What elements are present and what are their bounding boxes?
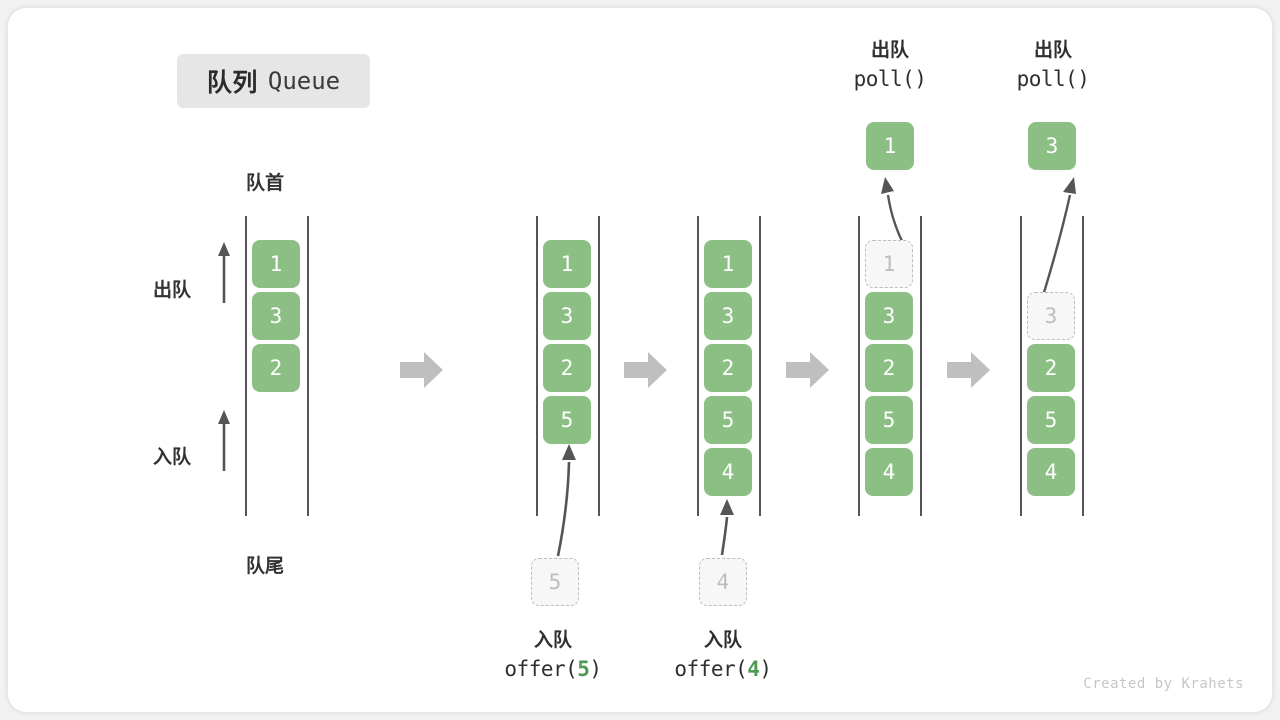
caption-cn: 出队 bbox=[1033, 40, 1072, 61]
title-badge: 队列 Queue bbox=[177, 54, 370, 108]
vacated-ghost-cell: 1 bbox=[865, 240, 913, 288]
caption-fn: offer( bbox=[504, 656, 578, 681]
arrow-right-icon bbox=[786, 350, 829, 390]
step-caption-poll-1: 出队 poll() bbox=[820, 38, 960, 95]
queue-cell: 2 bbox=[704, 344, 752, 392]
queue-cell: 5 bbox=[865, 396, 913, 444]
queue-cell: 4 bbox=[704, 448, 752, 496]
caption-cn: 出队 bbox=[870, 40, 909, 61]
caption-arg: 4 bbox=[747, 656, 760, 681]
curved-arrow-icon bbox=[536, 440, 596, 563]
caption-code: offer(4) bbox=[633, 655, 813, 685]
queue-cell: 4 bbox=[865, 448, 913, 496]
queue-cell: 2 bbox=[865, 344, 913, 392]
queue-rail-right bbox=[1082, 216, 1084, 516]
diagram-card: 队列 Queue 队首 队尾 出队 入队 1 3 2 bbox=[8, 8, 1272, 712]
caption-fn: offer( bbox=[674, 656, 748, 681]
incoming-ghost-cell: 4 bbox=[699, 558, 747, 606]
queue-cell: 2 bbox=[1027, 344, 1075, 392]
caption-arg: 5 bbox=[577, 656, 590, 681]
queue-rail-left bbox=[1020, 216, 1022, 516]
queue-cell: 4 bbox=[1027, 448, 1075, 496]
caption-code: poll() bbox=[853, 66, 927, 91]
step-caption-poll-3: 出队 poll() bbox=[983, 38, 1123, 95]
arrow-up-icon bbox=[215, 241, 233, 308]
arrow-right-icon bbox=[400, 350, 443, 390]
caption-cn: 入队 bbox=[703, 630, 742, 651]
title-cn: 队列 bbox=[206, 69, 258, 97]
arrow-right-icon bbox=[624, 350, 667, 390]
enqueue-direction-label: 入队 bbox=[153, 447, 192, 468]
dequeue-direction-label: 出队 bbox=[153, 280, 192, 301]
queue-cell: 3 bbox=[704, 292, 752, 340]
step-caption-offer-5: 入队 offer(5) bbox=[463, 628, 643, 685]
queue-cell: 2 bbox=[543, 344, 591, 392]
vacated-ghost-cell: 3 bbox=[1027, 292, 1075, 340]
queue-rail-left bbox=[697, 216, 699, 516]
queue-tail-label: 队尾 bbox=[246, 556, 285, 577]
queue-rail-right bbox=[920, 216, 922, 516]
caption-fn-end: ) bbox=[589, 656, 602, 681]
queue-cell: 1 bbox=[704, 240, 752, 288]
queue-head-label: 队首 bbox=[246, 173, 285, 194]
attribution-footer: Created by Krahets bbox=[1083, 676, 1244, 692]
arrow-right-icon bbox=[947, 350, 990, 390]
queue-cell: 1 bbox=[252, 240, 300, 288]
popped-element: 1 bbox=[866, 122, 914, 170]
caption-fn-end: ) bbox=[759, 656, 772, 681]
queue-cell: 2 bbox=[252, 344, 300, 392]
step-caption-offer-4: 入队 offer(4) bbox=[633, 628, 813, 685]
caption-cn: 入队 bbox=[533, 630, 572, 651]
incoming-ghost-cell: 5 bbox=[531, 558, 579, 606]
queue-rail-left bbox=[858, 216, 860, 516]
queue-cell: 1 bbox=[543, 240, 591, 288]
queue-rail-left bbox=[536, 216, 538, 516]
caption-code: offer(5) bbox=[463, 655, 643, 685]
queue-cell: 5 bbox=[704, 396, 752, 444]
queue-cell: 5 bbox=[543, 396, 591, 444]
curved-arrow-icon bbox=[703, 495, 753, 562]
title-en: Queue bbox=[267, 67, 341, 95]
queue-cell: 3 bbox=[865, 292, 913, 340]
queue-cell: 5 bbox=[1027, 396, 1075, 444]
queue-rail-left bbox=[245, 216, 247, 516]
curved-arrow-icon bbox=[863, 173, 923, 250]
queue-rail-right bbox=[759, 216, 761, 516]
caption-code: poll() bbox=[1016, 66, 1090, 91]
queue-rail-right bbox=[598, 216, 600, 516]
curved-arrow-icon bbox=[1020, 173, 1090, 306]
queue-cell: 3 bbox=[543, 292, 591, 340]
queue-cell: 3 bbox=[252, 292, 300, 340]
queue-rail-right bbox=[307, 216, 309, 516]
arrow-up-icon bbox=[215, 409, 233, 476]
popped-element: 3 bbox=[1028, 122, 1076, 170]
